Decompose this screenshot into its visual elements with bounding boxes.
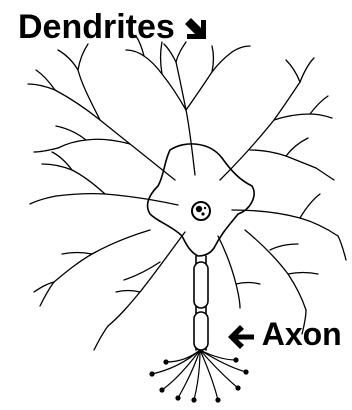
arrow-down-right-icon — [184, 17, 208, 41]
dendrites-label-text: Dendrites — [18, 8, 175, 46]
axon-label: Axon — [228, 318, 342, 350]
axon-shaft — [194, 256, 208, 350]
axon-label-text: Axon — [262, 316, 342, 352]
nucleus — [192, 202, 210, 220]
dendrites-label: Dendrites — [18, 10, 208, 44]
myelin-sheath-segment — [194, 262, 208, 308]
myelin-sheath-segment — [194, 312, 208, 350]
axon-terminals — [149, 350, 248, 403]
arrow-left-icon — [228, 325, 254, 349]
dendrite-branches — [28, 36, 346, 350]
